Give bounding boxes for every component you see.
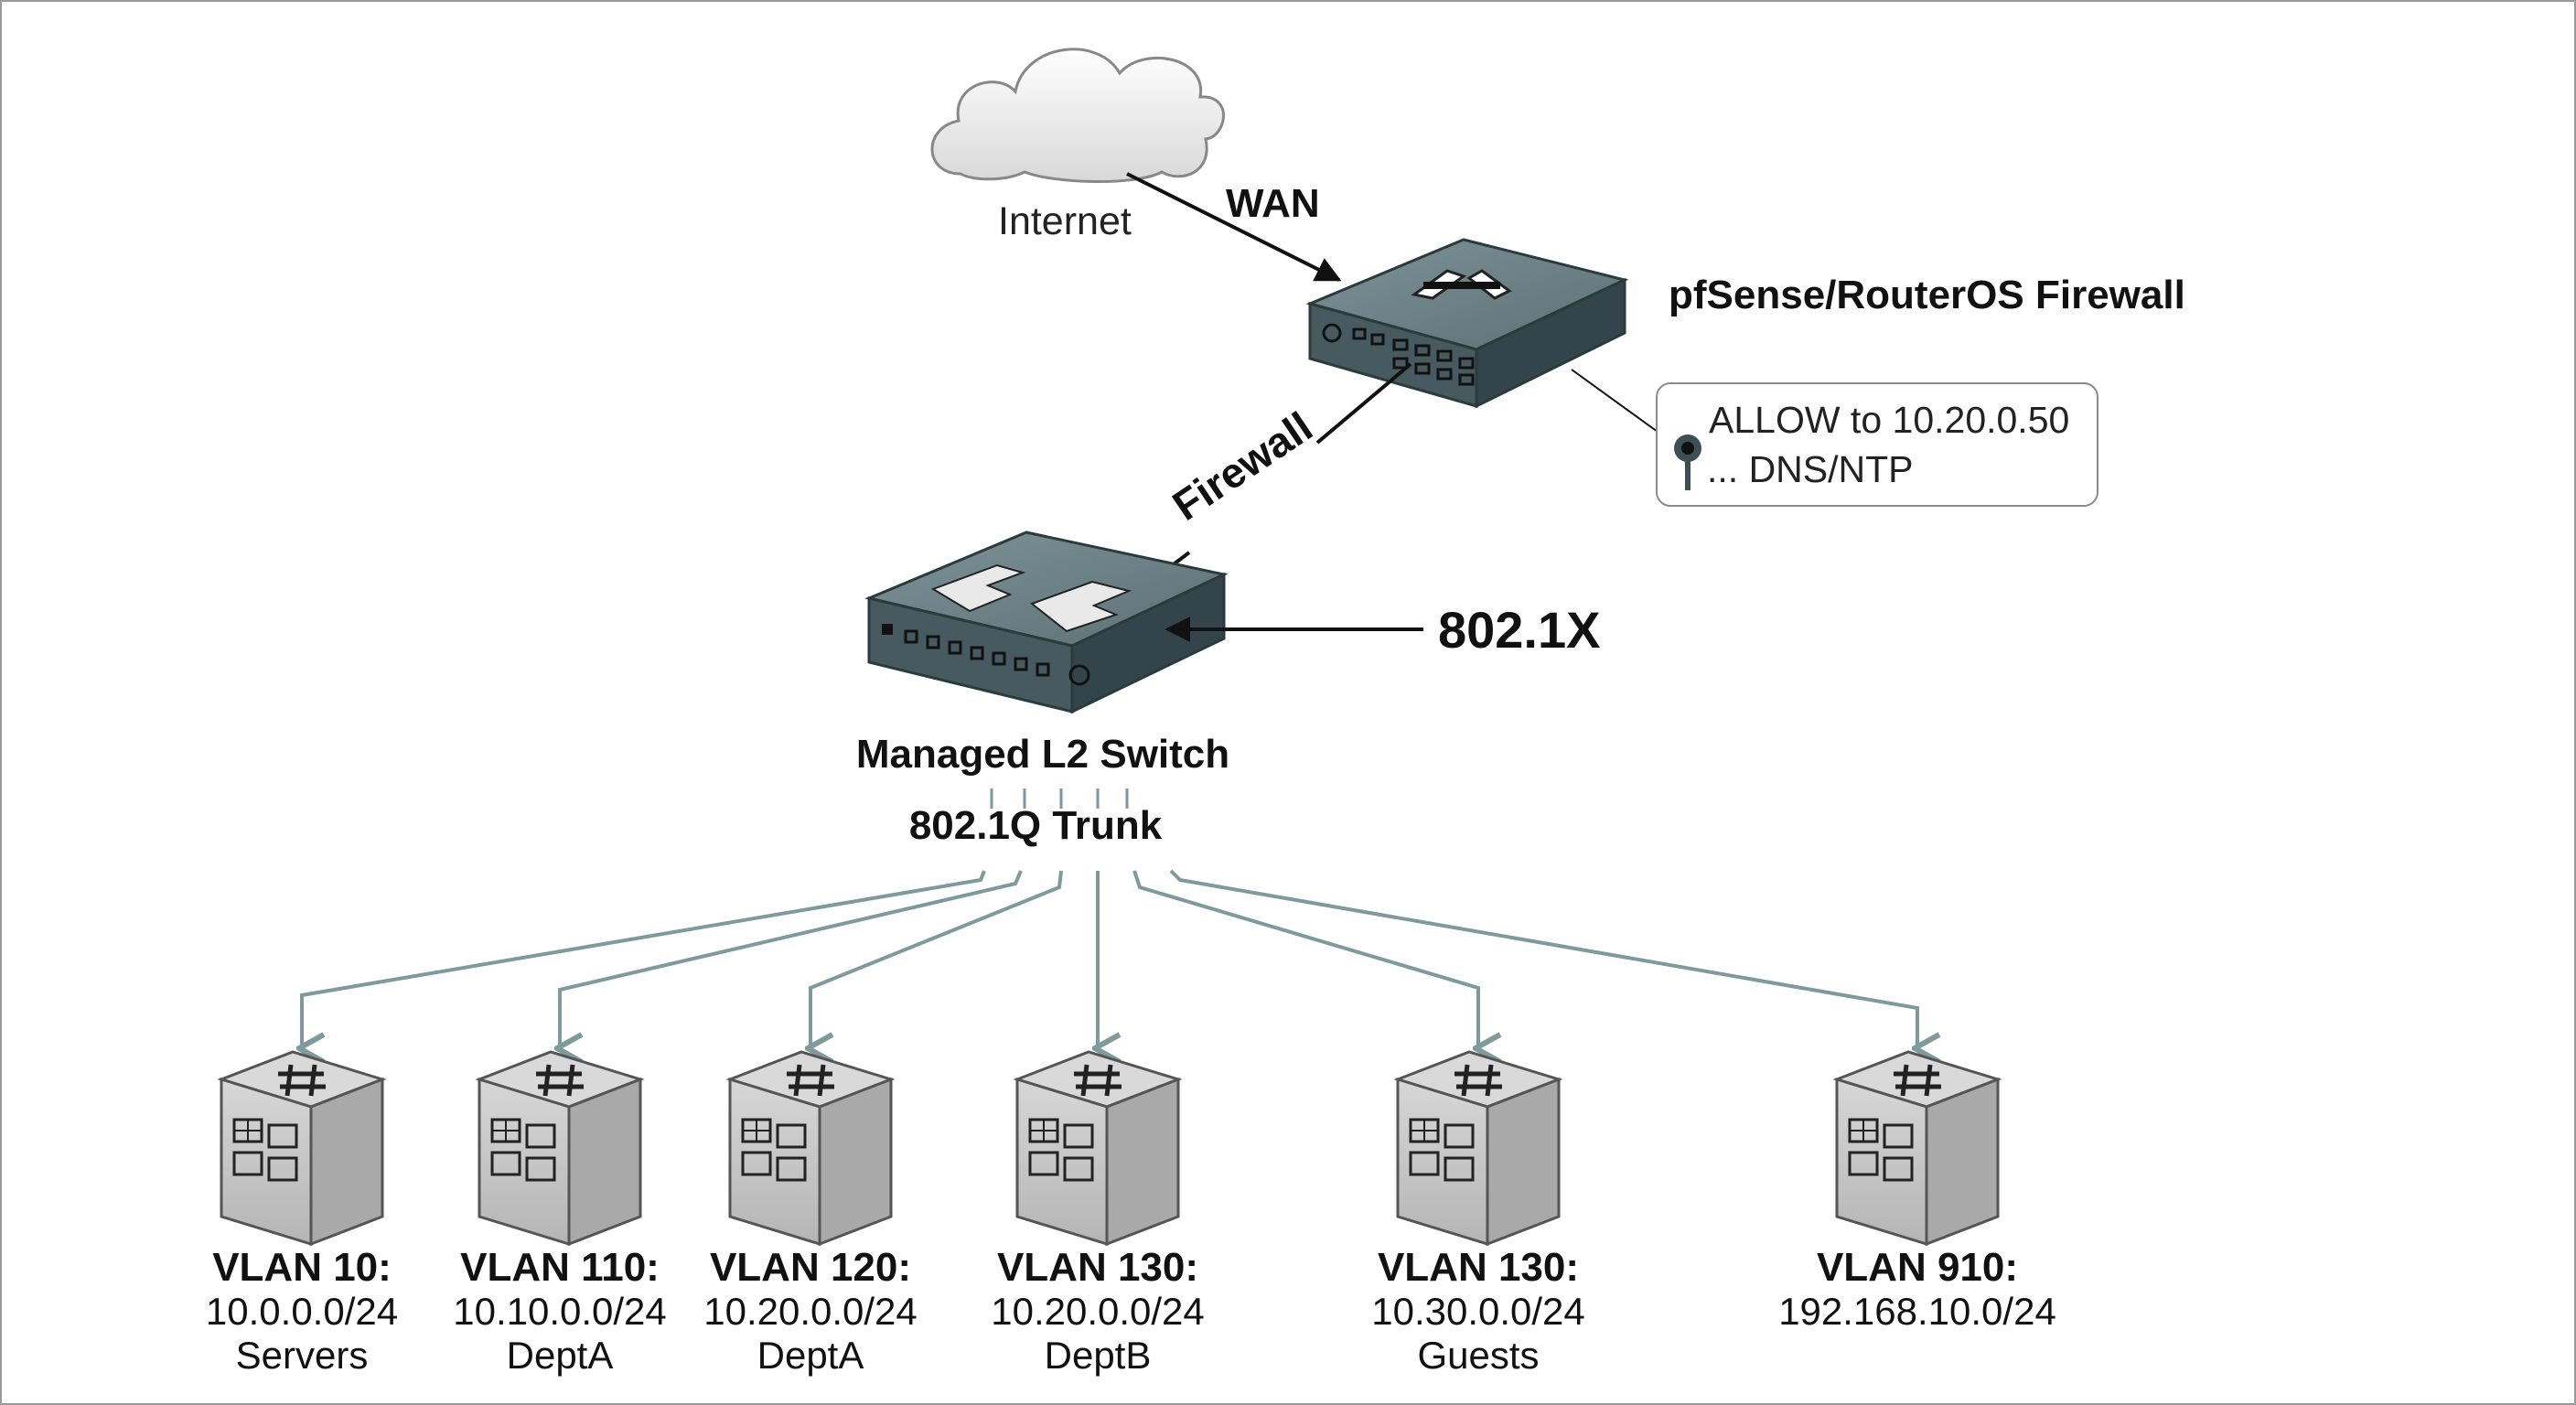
vlan-description: DeptA <box>506 1334 614 1377</box>
vlan-link <box>560 870 1023 1048</box>
firewall-rule-line2: ... DNS/NTP <box>1707 448 1914 490</box>
dot1x-label: 802.1X <box>1438 601 1601 659</box>
vlan-label-120: VLAN 120: 10.20.0.0/24 DeptA <box>703 1246 918 1378</box>
vlan-link <box>302 870 986 1048</box>
vlan-subnet: 10.0.0.0/24 <box>205 1290 399 1333</box>
wan-label: WAN <box>1226 181 1320 226</box>
vlan-block-icon <box>1832 1050 2002 1247</box>
vlan-subnet: 192.168.10.0/24 <box>1778 1290 2056 1333</box>
vlan-block-icon <box>725 1050 896 1247</box>
vlan-links <box>302 869 1917 1048</box>
vlan-subnet: 10.30.0.0/24 <box>1371 1290 1585 1333</box>
vlan-subnet: 10.20.0.0/24 <box>703 1290 918 1333</box>
trunk-label: 802.1Q Trunk <box>908 803 1163 848</box>
vlan-label-110: VLAN 110: 10.10.0.0/24 DeptA <box>453 1246 667 1378</box>
wan-link <box>1126 172 1342 282</box>
firewall-rule-box: ALLOW to 10.20.0.50 ... DNS/NTP <box>1656 382 2098 507</box>
vlan-label-10: VLAN 10: 10.0.0.0/24 Servers <box>206 1246 398 1378</box>
vlan-link <box>810 870 1063 1048</box>
vlan-name: VLAN 130: <box>1377 1245 1580 1290</box>
vlan-name: VLAN 10: <box>212 1245 392 1290</box>
vlan-description: DeptA <box>757 1334 864 1377</box>
vlan-block-icon <box>1013 1050 1183 1247</box>
vlan-label-130-guests: VLAN 130: 10.30.0.0/24 Guests <box>1371 1246 1585 1378</box>
vlan-label-130-deptb: VLAN 130: 10.20.0.0/24 DeptB <box>991 1246 1205 1378</box>
firewall-link <box>1315 362 1412 445</box>
vlan-block-icon <box>475 1050 645 1247</box>
firewall-rule-line1: ALLOW to 10.20.0.50 <box>1709 399 2070 441</box>
vlan-name: VLAN 120: <box>709 1245 912 1290</box>
vlan-subnet: 10.20.0.0/24 <box>991 1290 1205 1333</box>
vlan-block-icon <box>217 1050 387 1247</box>
vlan-subnet: 10.10.0.0/24 <box>453 1290 667 1333</box>
internet-label: Internet <box>998 199 1132 243</box>
vlan-link <box>1132 870 1478 1048</box>
vlan-link <box>1169 869 1917 1048</box>
rule-leader-line <box>1571 369 1658 433</box>
vlan-description: DeptB <box>1044 1334 1152 1377</box>
firewall-label: pfSense/RouterOS Firewall <box>1669 273 2185 317</box>
cloud-icon <box>930 48 1225 184</box>
vlan-name: VLAN 130: <box>996 1245 1199 1290</box>
vlan-description: Servers <box>235 1334 369 1377</box>
switch-label: Managed L2 Switch <box>855 732 1230 777</box>
lock-icon <box>1674 434 1701 490</box>
vlan-label-910: VLAN 910: 192.168.10.0/24 <box>1778 1246 2056 1334</box>
vlan-description: Guests <box>1417 1334 1540 1377</box>
vlan-name: VLAN 110: <box>460 1245 660 1290</box>
trunk-ticks <box>990 788 1129 809</box>
network-switch-icon <box>864 531 1229 714</box>
vlan-block-icon <box>1393 1050 1563 1247</box>
router-firewall-icon <box>1305 238 1629 409</box>
vlan-name: VLAN 910: <box>1816 1245 2019 1290</box>
